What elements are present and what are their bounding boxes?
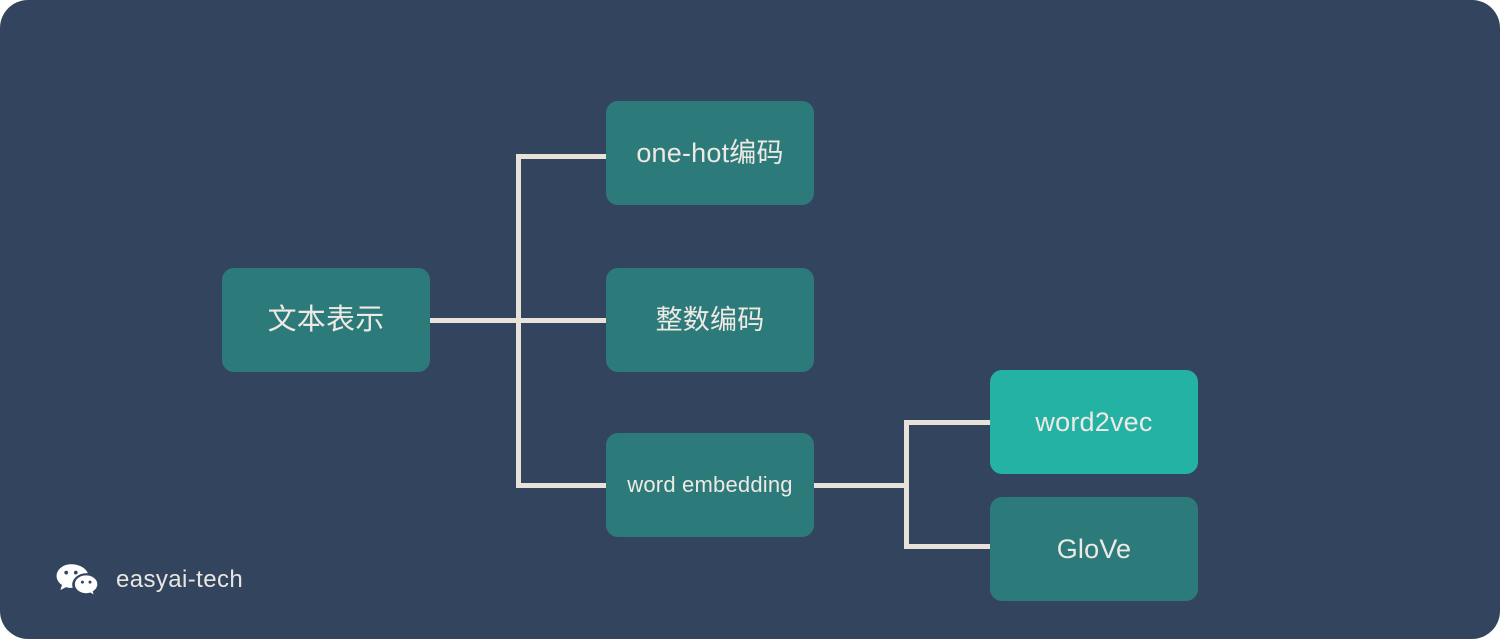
footer-watermark: easyai-tech <box>55 563 243 597</box>
connector-to-integer-encoding <box>516 318 608 323</box>
connector-to-glove <box>904 544 994 549</box>
connector-root-stem <box>430 318 521 323</box>
connector-to-word2vec <box>904 420 994 425</box>
node-integer-encoding[interactable]: 整数编码 <box>606 268 814 372</box>
connector-word-embedding-stem <box>814 483 909 488</box>
node-word2vec[interactable]: word2vec <box>990 370 1198 474</box>
node-text-representation[interactable]: 文本表示 <box>222 268 430 372</box>
connector-to-word-embedding <box>516 483 608 488</box>
connector-level3-trunk <box>904 420 909 549</box>
wechat-icon <box>55 563 99 597</box>
node-one-hot[interactable]: one-hot编码 <box>606 101 814 205</box>
watermark-label: easyai-tech <box>116 566 244 593</box>
node-word-embedding[interactable]: word embedding <box>606 433 814 537</box>
connector-to-one-hot <box>516 154 608 159</box>
node-glove[interactable]: GloVe <box>990 497 1198 601</box>
